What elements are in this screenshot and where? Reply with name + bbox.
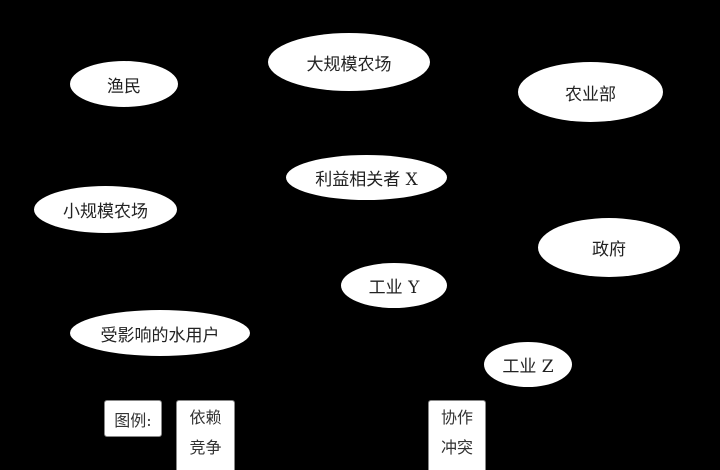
node-label: 小规模农场 (63, 202, 148, 222)
legend-title: 图例: (114, 410, 152, 430)
node-industry-y: 工业 Y (341, 263, 447, 308)
legend-item-competition: 竞争 (189, 438, 222, 457)
node-industry-z: 工业 Z (484, 342, 572, 387)
legend-group-cooperation-conflict: 协作 冲突 (428, 400, 486, 470)
node-small-farms: 小规模农场 (34, 186, 177, 233)
node-ministry-agriculture: 农业部 (518, 62, 663, 122)
legend-item-conflict: 冲突 (440, 438, 473, 457)
node-label: 利益相关者 X (315, 170, 418, 190)
legend-group-dependency-competition: 依赖 竞争 (176, 400, 235, 470)
legend-item-cooperation: 协作 (440, 408, 473, 427)
node-label: 政府 (592, 240, 626, 260)
node-label: 工业 Y (368, 278, 420, 298)
node-stakeholder-x: 利益相关者 X (286, 155, 447, 200)
node-government: 政府 (538, 218, 680, 277)
legend-item-dependency: 依赖 (189, 408, 222, 427)
node-affected-water-users: 受影响的水用户 (70, 310, 250, 356)
node-fishermen: 渔民 (70, 61, 178, 107)
node-label: 受影响的水用户 (100, 325, 220, 346)
node-large-farms: 大规模农场 (268, 33, 430, 91)
legend-title-box: 图例: (104, 400, 162, 437)
node-label: 渔民 (107, 76, 141, 97)
node-label: 农业部 (565, 84, 616, 105)
node-label: 大规模农场 (306, 54, 392, 75)
node-label: 工业 Z (502, 357, 554, 377)
